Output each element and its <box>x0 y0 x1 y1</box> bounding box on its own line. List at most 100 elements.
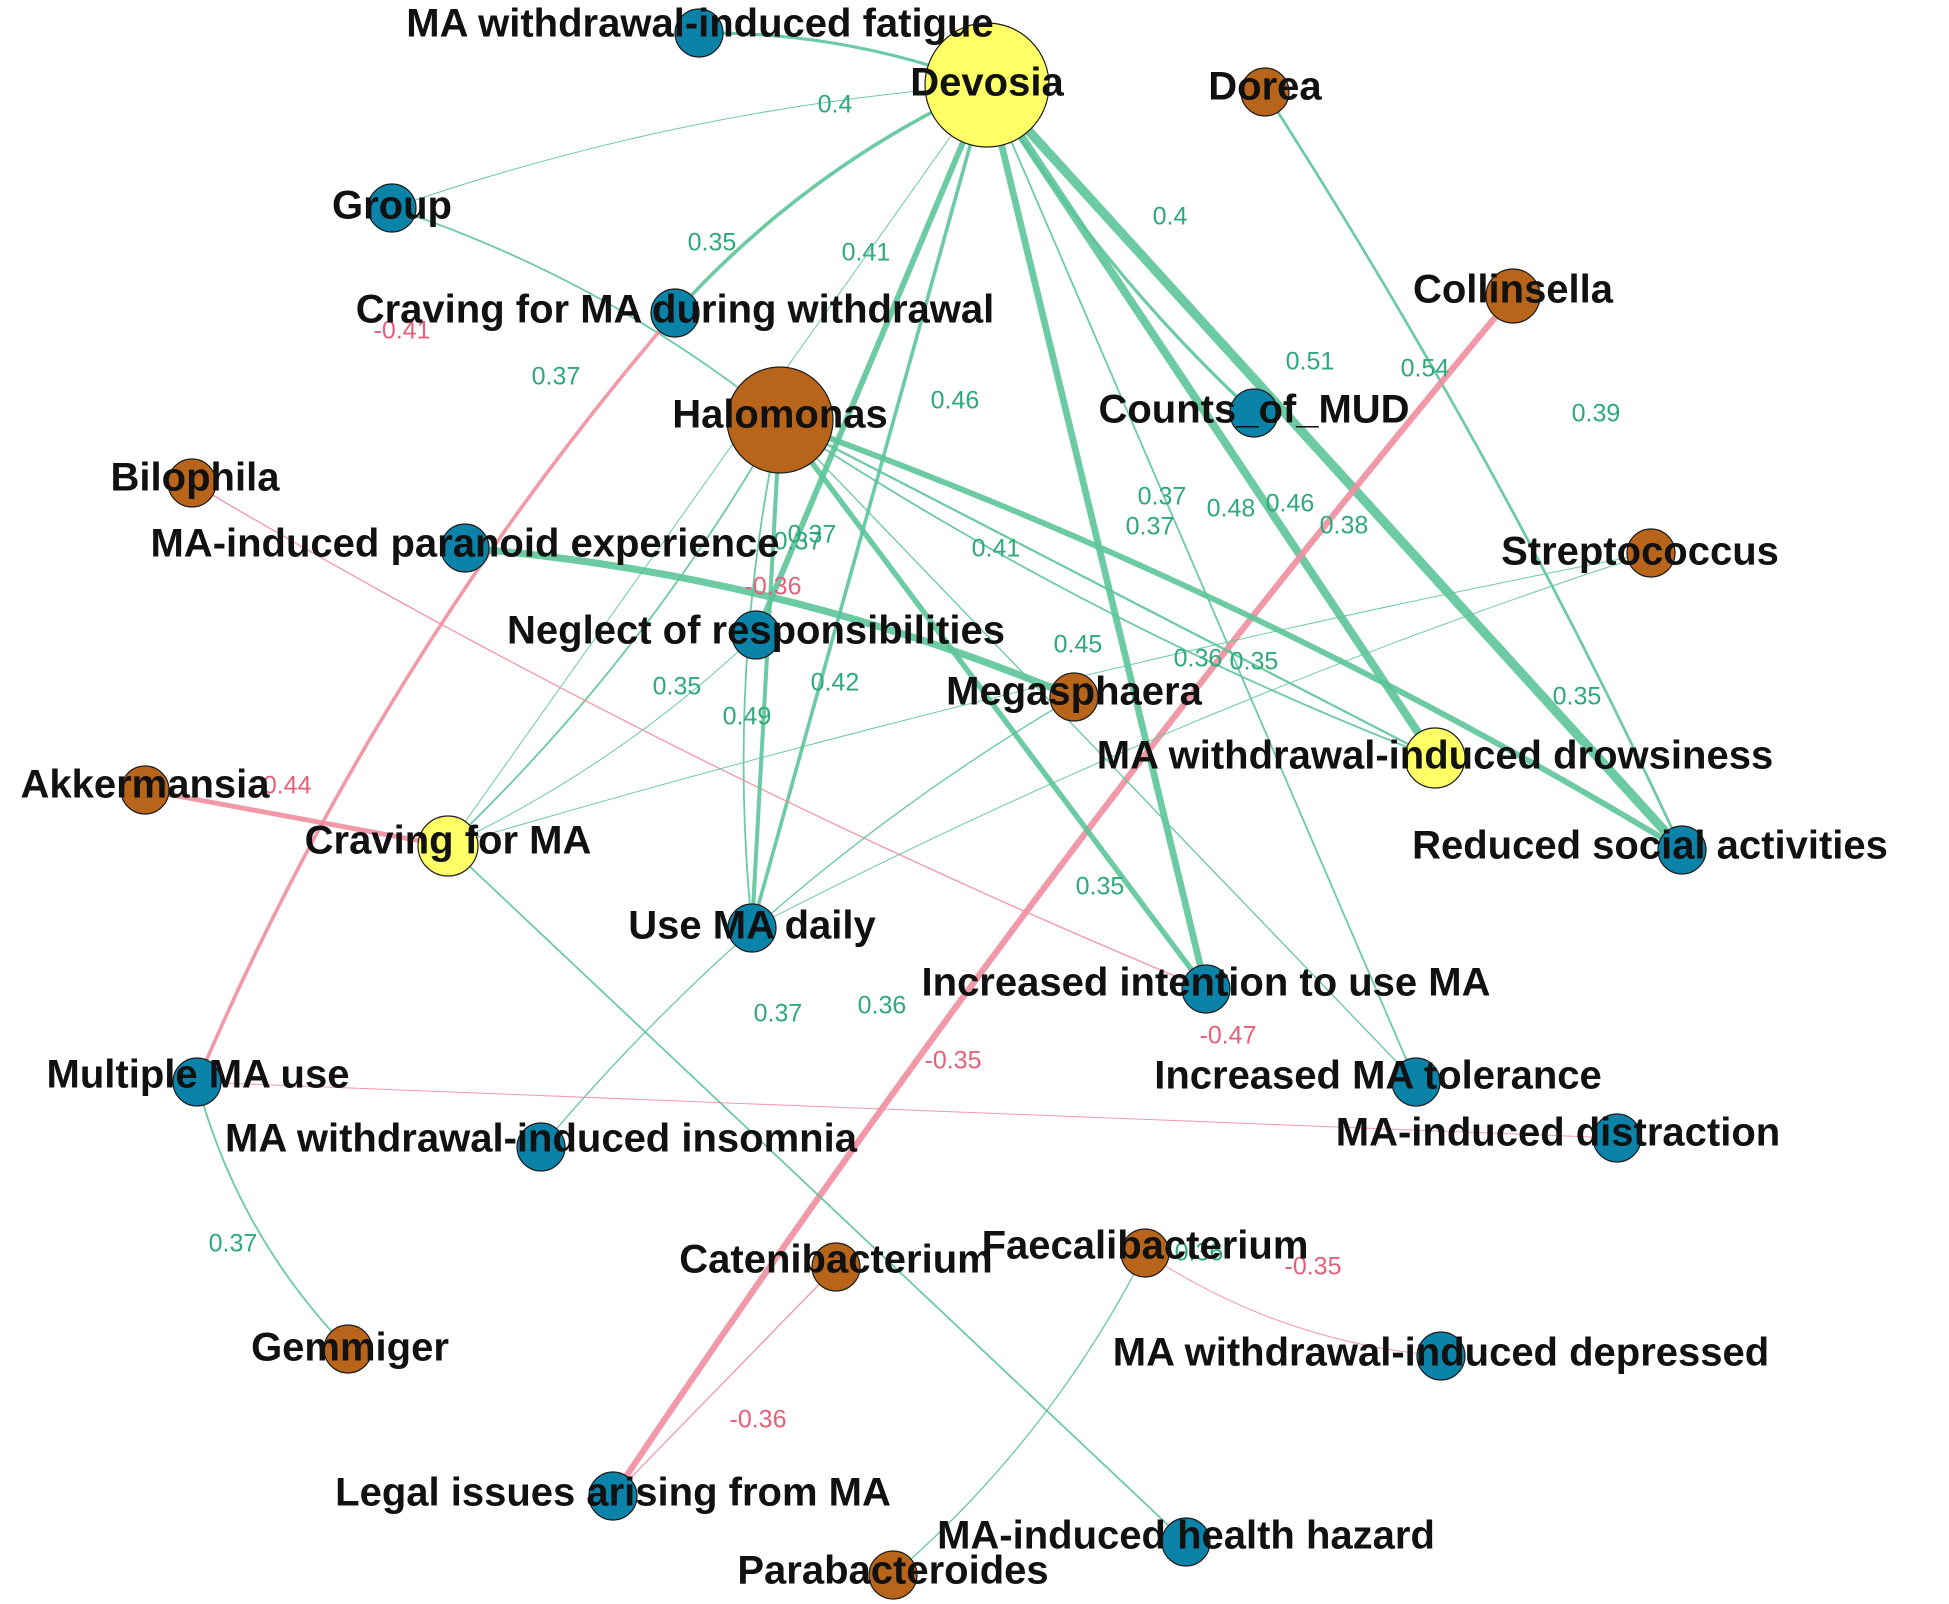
node-label-health: MA-induced health hazard <box>937 1514 1435 1558</box>
node-streptococcus[interactable] <box>1626 528 1676 578</box>
node-label-catenibacterium: Catenibacterium <box>679 1238 992 1282</box>
edge-weight-label: 0.49 <box>723 703 772 731</box>
node-counts_mud[interactable] <box>1229 388 1279 438</box>
edge-devosia-tolerance <box>986 84 1417 1083</box>
edge-weight-label: 0.46 <box>931 387 980 415</box>
node-label-faecalibacterium: Faecalibacterium <box>982 1224 1309 1268</box>
node-label-gemmiger: Gemmiger <box>251 1326 449 1370</box>
node-gemmiger[interactable] <box>323 1324 373 1374</box>
edge-group-halomonas <box>391 207 781 421</box>
edge-halomonas-drowsiness <box>779 419 1436 759</box>
nodes-layer <box>120 8 1707 1600</box>
edge-weight-label: 0.37 <box>788 521 837 549</box>
node-depressed[interactable] <box>1416 1331 1466 1381</box>
edge-weight-label: 0.37 <box>774 528 823 556</box>
node-label-craving_withdrawal: Craving for MA during withdrawal <box>356 288 995 332</box>
edge-weight-label: 0.37 <box>1126 513 1175 541</box>
node-label-tolerance: Increased MA tolerance <box>1154 1054 1602 1098</box>
edge-devosia-use_daily <box>750 84 989 929</box>
edge-weight-label: -0.35 <box>925 1047 982 1075</box>
edge-craving-health <box>447 845 1187 1543</box>
node-legal[interactable] <box>588 1471 638 1521</box>
node-label-group: Group <box>332 184 452 228</box>
edge-dorea-reduced_social <box>1263 91 1684 851</box>
edge-neglect-craving <box>447 634 757 847</box>
edge-halomonas-drowsiness <box>779 419 1436 759</box>
edge-akkermansia-craving <box>144 787 449 849</box>
node-neglect[interactable] <box>731 610 781 660</box>
edge-weight-label: 0.45 <box>1054 631 1103 659</box>
edge-devosia-neglect <box>753 83 990 637</box>
edge-megasphaera-insomnia <box>540 696 1075 1148</box>
edge-halomonas-craving <box>447 419 781 847</box>
edge-faecalibacterium-parabacteroides <box>892 1252 1146 1576</box>
node-label-counts_mud: Counts_of_MUD <box>1098 388 1409 432</box>
node-dorea[interactable] <box>1240 67 1290 117</box>
edge-bilophila-intention <box>191 482 1207 990</box>
node-label-akkermansia: Akkermansia <box>20 763 270 807</box>
node-label-depressed: MA withdrawal-induced depressed <box>1113 1331 1769 1375</box>
node-label-fatigue: MA withdrawal-induced fatigue <box>406 2 993 46</box>
edge-weight-label: -0.44 <box>255 772 312 800</box>
node-health[interactable] <box>1161 1517 1211 1567</box>
edge-weight-label: 0.51 <box>1286 348 1335 376</box>
node-label-megasphaera: Megasphaera <box>946 670 1202 714</box>
edge-multiple-gemmiger <box>196 1081 349 1350</box>
node-label-insomnia: MA withdrawal-induced insomnia <box>225 1117 858 1161</box>
node-use_daily[interactable] <box>727 903 777 953</box>
node-group[interactable] <box>367 183 417 233</box>
node-label-neglect: Neglect of responsibilities <box>507 609 1005 653</box>
edge-weight-label: 0.37 <box>754 1000 803 1028</box>
edge-weight-label: 0.54 <box>1401 355 1450 383</box>
edge-weight-label: 0.42 <box>811 669 860 697</box>
edge-halomonas-reduced_social <box>779 417 1684 853</box>
edge-faecalibacterium-depressed <box>1144 1252 1442 1357</box>
node-label-legal: Legal issues arising from MA <box>335 1471 891 1515</box>
edge-catenibacterium-legal <box>612 1266 837 1497</box>
node-tolerance[interactable] <box>1391 1057 1441 1107</box>
node-label-dorea: Dorea <box>1208 65 1322 109</box>
edge-weight-label: 0.37 <box>532 363 581 391</box>
node-label-craving: Craving for MA <box>305 819 592 863</box>
node-label-multiple: Multiple MA use <box>47 1053 350 1097</box>
node-paranoid[interactable] <box>440 523 490 573</box>
edge-weight-label: 0.36 <box>1175 1239 1224 1267</box>
node-devosia[interactable] <box>924 22 1050 148</box>
node-multiple[interactable] <box>172 1057 222 1107</box>
node-craving[interactable] <box>417 815 479 877</box>
node-fatigue[interactable] <box>674 8 724 58</box>
edge-weight-label: 0.4 <box>818 91 853 119</box>
node-parabacteroides[interactable] <box>868 1550 918 1600</box>
edge-weight-label: 0.35 <box>688 229 737 257</box>
edge-weight-label: 0.35 <box>1230 648 1279 676</box>
node-drowsiness[interactable] <box>1404 727 1466 789</box>
edge-weight-label: 0.41 <box>842 239 891 267</box>
edge-weight-label: 0.4 <box>1153 203 1188 231</box>
edge-weight-label: -0.35 <box>1285 1253 1342 1281</box>
node-craving_withdrawal[interactable] <box>650 288 700 338</box>
edge-weight-label: 0.36 <box>858 992 907 1020</box>
node-catenibacterium[interactable] <box>811 1242 861 1292</box>
node-distraction[interactable] <box>1592 1113 1642 1163</box>
node-collinsella[interactable] <box>1485 268 1541 324</box>
edge-weight-label: 0.37 <box>209 1230 258 1258</box>
node-label-intention: Increased intention to use MA <box>922 961 1491 1005</box>
node-faecalibacterium[interactable] <box>1120 1228 1170 1278</box>
node-insomnia[interactable] <box>516 1122 566 1172</box>
node-bilophila[interactable] <box>167 458 217 508</box>
node-label-collinsella: Collinsella <box>1413 268 1614 312</box>
node-akkermansia[interactable] <box>120 765 170 815</box>
node-megasphaera[interactable] <box>1049 672 1099 722</box>
node-intention[interactable] <box>1181 964 1231 1014</box>
edge-streptococcus-craving <box>447 552 1652 847</box>
node-reduced_social[interactable] <box>1657 825 1707 875</box>
node-halomonas[interactable] <box>726 366 834 474</box>
node-label-bilophila: Bilophila <box>111 456 281 500</box>
edge-weight-label: 0.39 <box>1572 400 1621 428</box>
edge-group-devosia <box>391 84 988 209</box>
edge-weight-label: -0.36 <box>745 573 802 601</box>
